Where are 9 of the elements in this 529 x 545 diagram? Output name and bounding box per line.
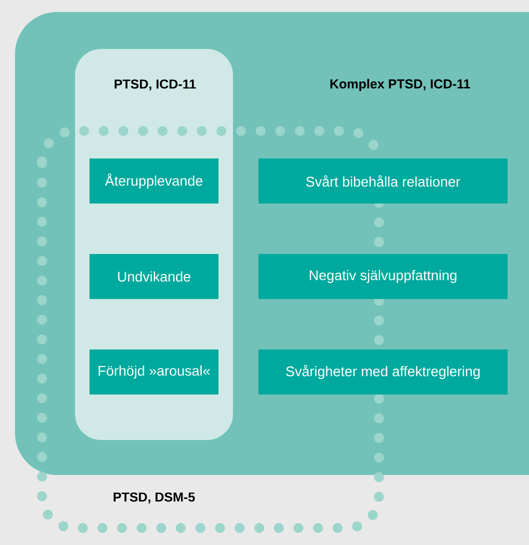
symptom-box: Svårigheter med affektreglering <box>258 350 508 394</box>
symptom-box: Svårt bibehålla relationer <box>258 158 508 204</box>
symptom-box: Återupplevande <box>90 158 218 204</box>
group-heading: Komplex PTSD, ICD-11 <box>330 78 470 92</box>
group-heading: PTSD, DSM-5 <box>114 492 195 504</box>
symptom-box: Negativ självuppfattning <box>258 254 508 299</box>
symptom-box: Undvikande <box>90 254 218 299</box>
symptom-box: Förhöjd »arousal« <box>90 350 218 394</box>
group-heading: PTSD, ICD-11 <box>114 79 196 91</box>
